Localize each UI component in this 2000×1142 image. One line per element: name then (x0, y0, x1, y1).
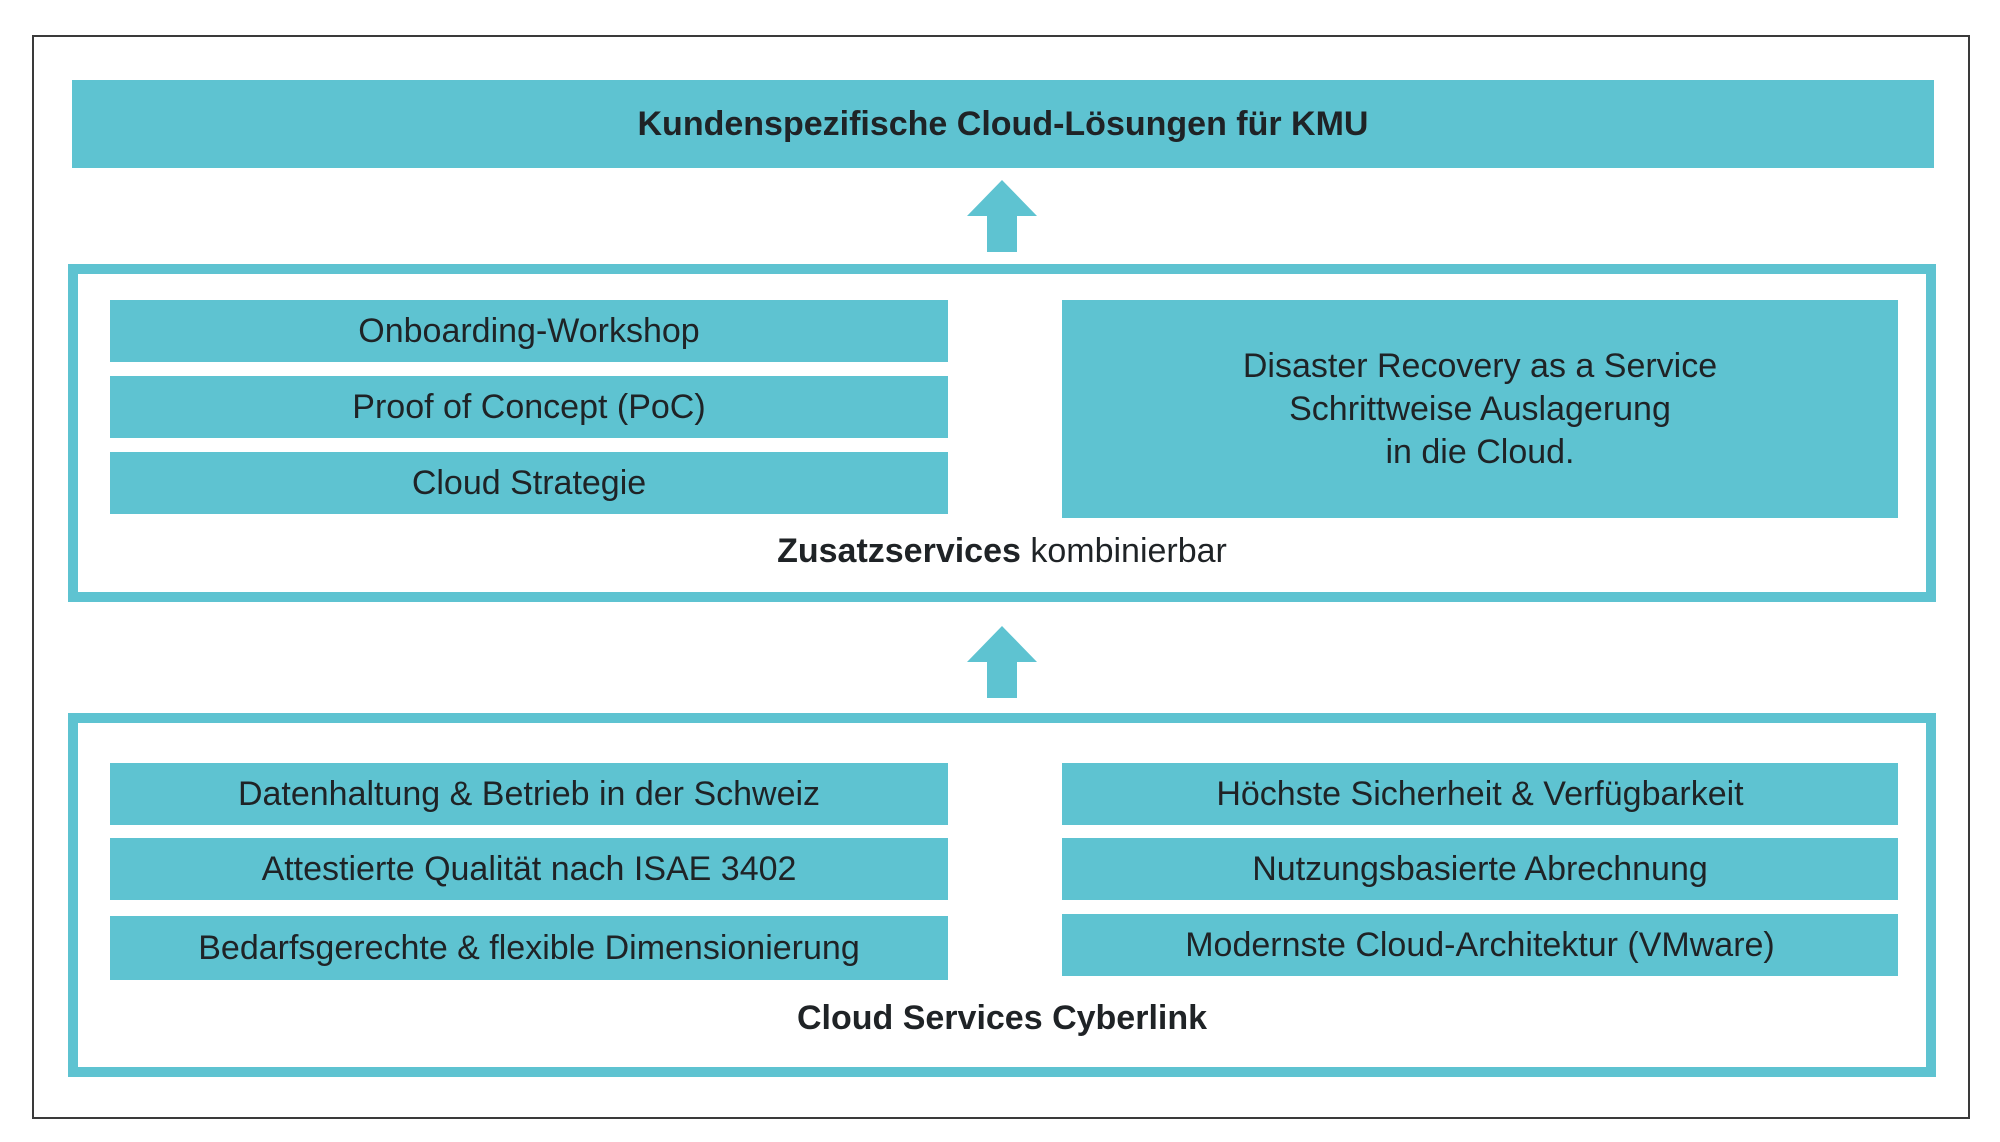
caption-bold: Zusatzservices (777, 532, 1021, 570)
arrow-up-icon (967, 180, 1037, 252)
cloud-service-item: Modernste Cloud-Architektur (VMware) (1062, 914, 1898, 976)
cloud-service-item: Attestierte Qualität nach ISAE 3402 (110, 838, 948, 900)
diagram-title: Kundenspezifische Cloud-Lösungen für KMU (637, 104, 1369, 143)
zusatz-item-label: Onboarding-Workshop (358, 311, 700, 350)
zusatz-item: Onboarding-Workshop (110, 300, 948, 362)
caption-normal: kombinierbar (1020, 532, 1227, 570)
zusatzservices-caption: Zusatzservices kombinierbar (68, 532, 1936, 571)
cloud-service-item: Höchste Sicherheit & Verfügbarkeit (1062, 763, 1898, 825)
zusatz-item-label: Proof of Concept (PoC) (352, 387, 706, 426)
cloud-service-label: Höchste Sicherheit & Verfügbarkeit (1216, 774, 1744, 813)
cloud-service-item: Bedarfsgerechte & flexible Dimensionieru… (110, 916, 948, 980)
dr-line: Disaster Recovery as a Service (1242, 346, 1718, 385)
cloud-service-label: Nutzungsbasierte Abrechnung (1252, 849, 1708, 888)
cloud-service-label: Attestierte Qualität nach ISAE 3402 (261, 849, 797, 888)
cloud-service-item: Datenhaltung & Betrieb in der Schweiz (110, 763, 948, 825)
outer-frame (32, 35, 1970, 1119)
arrow-up-icon (967, 626, 1037, 698)
zusatz-item: Cloud Strategie (110, 452, 948, 514)
dr-line: in die Cloud. (1385, 432, 1575, 471)
dr-line: Schrittweise Auslagerung (1289, 389, 1671, 428)
cloud-service-label: Modernste Cloud-Architektur (VMware) (1185, 925, 1775, 964)
disaster-recovery-box: Disaster Recovery as a Service Schrittwe… (1062, 300, 1898, 518)
cloud-service-label: Datenhaltung & Betrieb in der Schweiz (237, 774, 821, 813)
cloud-service-item: Nutzungsbasierte Abrechnung (1062, 838, 1898, 900)
title-box: Kundenspezifische Cloud-Lösungen für KMU (72, 80, 1934, 168)
cloud-services-caption: Cloud Services Cyberlink (796, 999, 1208, 1037)
zusatz-item: Proof of Concept (PoC) (110, 376, 948, 438)
zusatz-item-label: Cloud Strategie (411, 463, 647, 502)
cloud-service-label: Bedarfsgerechte & flexible Dimensionieru… (198, 928, 860, 967)
